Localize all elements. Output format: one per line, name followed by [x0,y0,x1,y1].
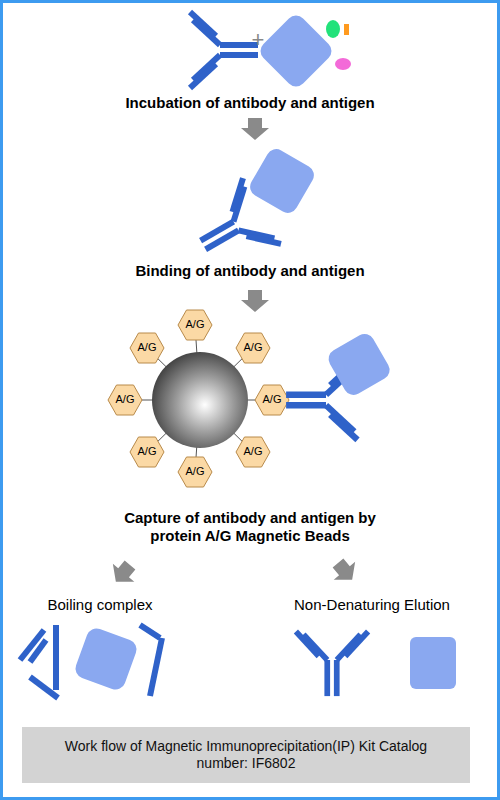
protein-ag-label: A/G [108,393,142,406]
protein-ag-label: A/G [130,445,164,458]
step-caption: Capture of antibody and antigen by prote… [114,509,386,545]
branch-caption: Boiling complex [5,596,195,614]
protein-ag-label: A/G [178,318,212,331]
kit-title-text: Work flow of Magnetic Immunoprecipitatio… [51,738,441,773]
protein-ag-label: A/G [236,341,270,354]
step-caption: Binding of antibody and antigen [40,262,460,280]
protein-ag-label: A/G [236,445,270,458]
kit-title-band: Work flow of Magnetic Immunoprecipitatio… [22,727,470,783]
protein-ag-label: A/G [255,393,289,406]
step-caption: Incubation of antibody and antigen [40,94,460,112]
plus-sign: + [243,27,273,53]
protein-ag-label: A/G [130,341,164,354]
protein-ag-label: A/G [178,465,212,478]
branch-caption: Non-Denaturing Elution [262,596,482,614]
